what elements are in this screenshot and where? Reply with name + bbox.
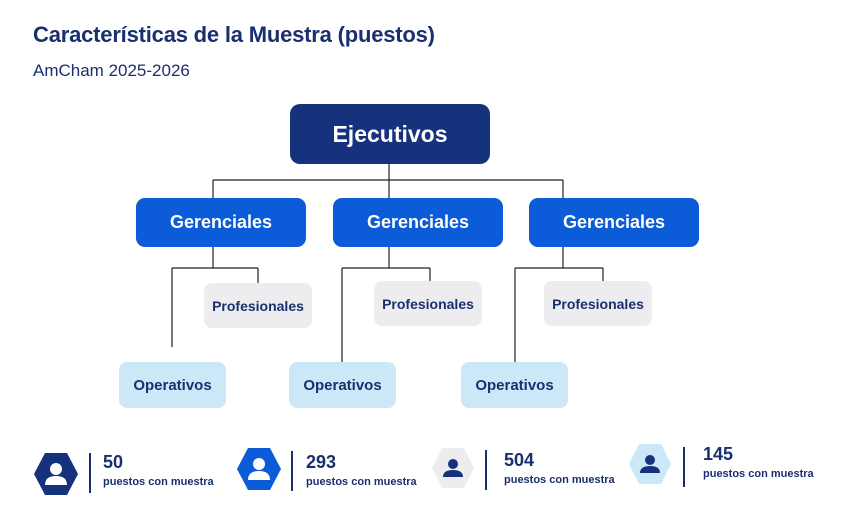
stat-gerenciales: 293 puestos con muestra <box>236 438 426 494</box>
stat-label: puestos con muestra <box>306 476 417 488</box>
page-subtitle: AmCham 2025-2026 <box>33 61 190 80</box>
stat-operativos: 145 puestos con muestra <box>627 438 827 494</box>
node-ejecutivos: Ejecutivos <box>290 104 490 164</box>
person-hexagon-icon <box>629 444 671 484</box>
stat-value: 504 <box>504 450 535 470</box>
stat-ejecutivos: 50 puestos con muestra <box>33 438 223 495</box>
stat-profesionales: 504 puestos con muestra <box>430 438 620 494</box>
stat-value: 293 <box>306 452 337 472</box>
node-operativos-1: Operativos <box>119 362 226 408</box>
page-title: Características de la Muestra (puestos) <box>33 22 435 47</box>
node-profesionales-3: Profesionales <box>544 281 652 326</box>
stat-label: puestos con muestra <box>103 476 214 488</box>
node-profesionales-2: Profesionales <box>374 281 482 326</box>
node-operativos-2: Operativos <box>289 362 396 408</box>
stat-value: 50 <box>103 452 124 472</box>
node-operativos-3: Operativos <box>461 362 568 408</box>
person-hexagon-icon <box>34 453 78 495</box>
stat-label: puestos con muestra <box>703 468 814 480</box>
person-hexagon-icon <box>237 448 281 490</box>
node-profesionales-1: Profesionales <box>204 283 312 328</box>
person-hexagon-icon <box>432 448 474 488</box>
node-gerenciales-3: Gerenciales <box>529 198 699 247</box>
stat-label: puestos con muestra <box>504 474 615 486</box>
stat-value: 145 <box>703 444 734 464</box>
node-gerenciales-2: Gerenciales <box>333 198 503 247</box>
node-gerenciales-1: Gerenciales <box>136 198 306 247</box>
